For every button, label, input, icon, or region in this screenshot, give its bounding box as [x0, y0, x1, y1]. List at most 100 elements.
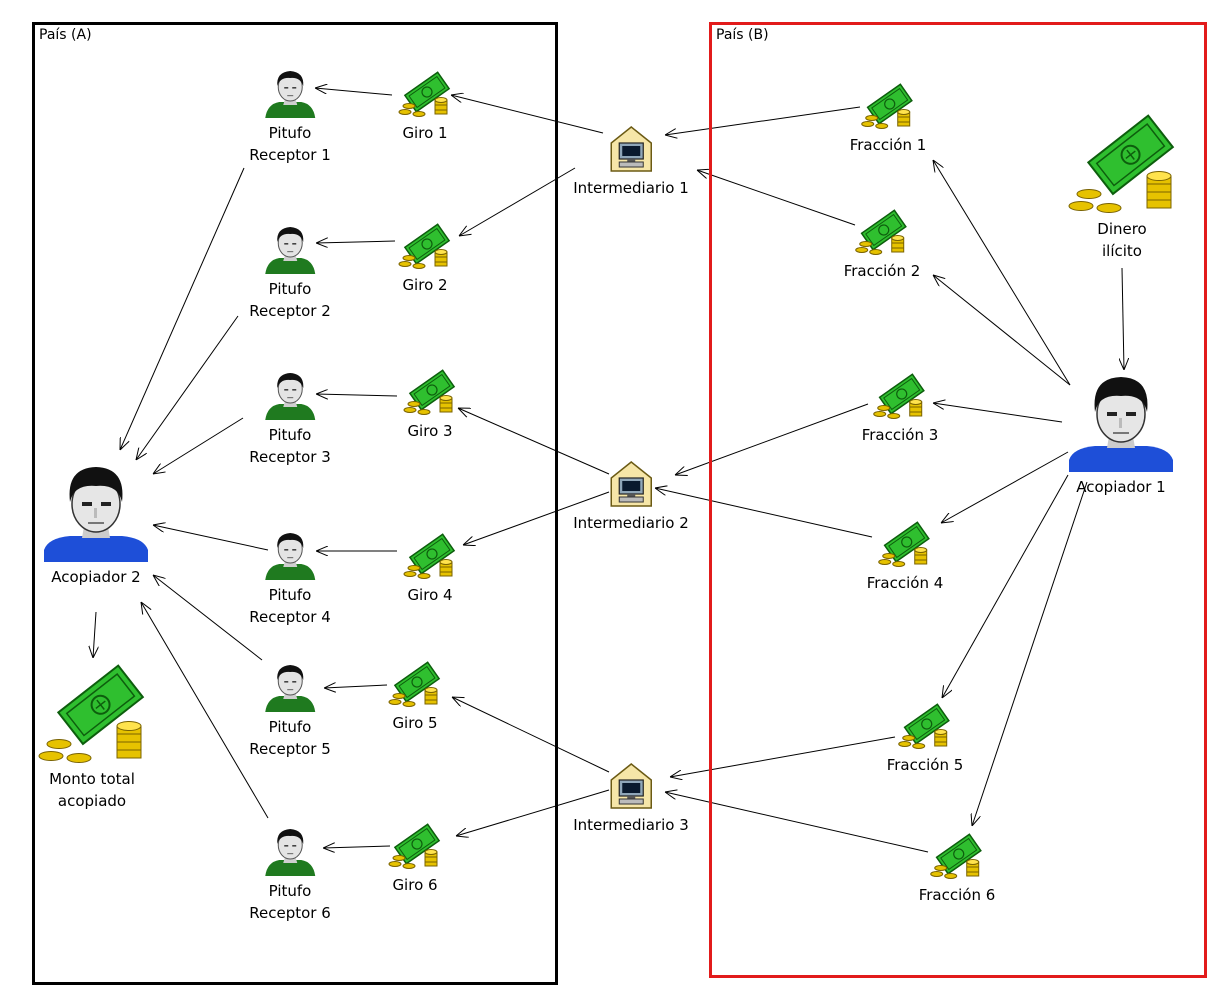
- region-title: País (B): [716, 27, 769, 43]
- node-label: Pitufo: [268, 718, 312, 736]
- edge-f6-to-i3: [665, 792, 929, 853]
- node-label: Pitufo: [268, 426, 312, 444]
- computer-icon: [573, 762, 689, 814]
- node-label: Receptor 6: [249, 904, 331, 922]
- node-label: Giro 3: [407, 422, 453, 440]
- edge-ac1-to-f6: [972, 481, 1088, 826]
- node-label: Receptor 2: [249, 302, 331, 320]
- edge-ac1-to-f1: [933, 160, 1071, 386]
- money-icon: [850, 82, 927, 134]
- node-label: Intermediario 1: [573, 179, 689, 197]
- money-icon: [402, 368, 458, 420]
- money-icon: [887, 702, 964, 754]
- computer-icon: [573, 460, 689, 512]
- person-icon: [249, 662, 331, 716]
- money-icon: [397, 222, 453, 274]
- node-label: acopiado: [57, 792, 127, 810]
- big-money-icon: [37, 660, 147, 768]
- node-f5: Fracción 5: [887, 702, 964, 776]
- node-label: Dinero: [1097, 220, 1147, 238]
- node-g6: Giro 6: [387, 822, 443, 896]
- person-icon: [249, 224, 331, 278]
- node-label: Giro 2: [402, 276, 448, 294]
- edge-g3-to-pr3: [316, 394, 398, 396]
- node-g2: Giro 2: [397, 222, 453, 296]
- big-money-icon: [1067, 110, 1177, 218]
- edge-pr2-to-ac2: [136, 315, 239, 460]
- node-f3: Fracción 3: [861, 372, 939, 446]
- node-label: Giro 1: [402, 124, 448, 142]
- edge-ac1-to-f5: [942, 474, 1069, 698]
- node-label: Receptor 5: [249, 740, 331, 758]
- node-label: Giro 4: [407, 586, 453, 604]
- node-f6: Fracción 6: [918, 832, 996, 906]
- edge-f3-to-i2: [675, 403, 869, 475]
- node-label: Pitufo: [268, 586, 312, 604]
- node-label: Fracción 2: [843, 262, 921, 280]
- person-icon: [249, 826, 331, 880]
- edge-f5-to-i3: [670, 736, 896, 777]
- edge-di-to-ac1: [1122, 267, 1124, 370]
- money-icon: [867, 520, 944, 572]
- node-label: Pitufo: [268, 124, 312, 142]
- big-person-icon: [44, 462, 148, 566]
- node-label: Giro 5: [392, 714, 438, 732]
- node-label: Giro 6: [392, 876, 438, 894]
- node-g3: Giro 3: [402, 368, 458, 442]
- node-label: ilícito: [1102, 242, 1142, 260]
- node-f4: Fracción 4: [867, 520, 944, 594]
- node-label: Acopiador 1: [1076, 478, 1166, 496]
- node-label: Pitufo: [268, 882, 312, 900]
- node-g1: Giro 1: [397, 70, 453, 144]
- node-i1: Intermediario 1: [573, 125, 689, 199]
- node-f1: Fracción 1: [849, 82, 927, 156]
- node-label: Fracción 3: [861, 426, 939, 444]
- edge-pr4-to-ac2: [153, 525, 269, 551]
- node-label: Monto total: [49, 770, 135, 788]
- node-mt: Monto total acopiado: [37, 660, 147, 812]
- person-icon: [249, 370, 331, 424]
- region-title: País (A): [39, 27, 92, 43]
- edge-f1-to-i1: [665, 106, 861, 135]
- node-label: Receptor 1: [249, 146, 331, 164]
- node-di: Dinero ilícito: [1067, 110, 1177, 262]
- region-country-b: País (B): [709, 22, 1207, 978]
- node-g5: Giro 5: [387, 660, 443, 734]
- node-i2: Intermediario 2: [573, 460, 689, 534]
- edge-i3-to-g5: [452, 697, 610, 773]
- money-icon: [844, 208, 921, 260]
- person-icon: [249, 68, 331, 122]
- money-icon: [387, 822, 443, 874]
- edge-f4-to-i2: [655, 488, 873, 538]
- node-label: Pitufo: [268, 280, 312, 298]
- edge-i2-to-g3: [458, 408, 610, 475]
- edge-ac1-to-f4: [941, 451, 1069, 523]
- edge-f2-to-i1: [697, 170, 856, 226]
- big-person-icon: [1069, 372, 1173, 476]
- edge-ac1-to-f2: [933, 275, 1071, 386]
- edge-g1-to-pr1: [315, 88, 393, 96]
- money-icon: [387, 660, 443, 712]
- edge-pr1-to-ac2: [120, 167, 245, 450]
- edge-pr5-to-ac2: [153, 575, 263, 661]
- node-label: Intermediario 3: [573, 816, 689, 834]
- money-icon: [919, 832, 996, 884]
- node-label: Fracción 6: [918, 886, 996, 904]
- person-icon: [249, 530, 331, 584]
- node-ac1: Acopiador 1: [1069, 372, 1173, 498]
- node-label: Intermediario 2: [573, 514, 689, 532]
- node-label: Receptor 4: [249, 608, 331, 626]
- node-label: Fracción 1: [849, 136, 927, 154]
- money-icon: [402, 532, 458, 584]
- edge-i1-to-g1: [451, 95, 604, 134]
- money-icon: [862, 372, 939, 424]
- edge-g2-to-pr2: [316, 241, 396, 243]
- edge-i3-to-g6: [456, 789, 610, 836]
